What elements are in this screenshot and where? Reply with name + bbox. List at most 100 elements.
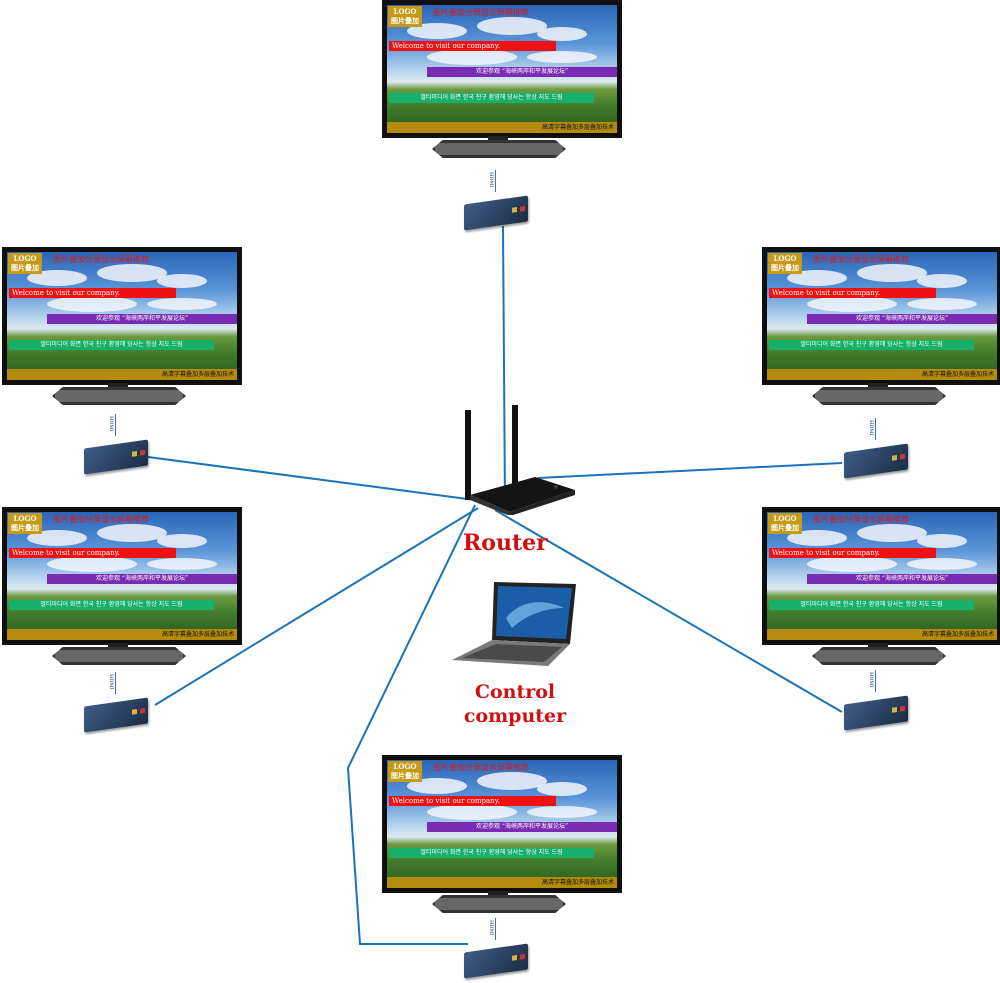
hdmi-extender-icon xyxy=(844,443,908,479)
hdmi-extender-right-upper: HDMI xyxy=(842,418,912,480)
port-icon xyxy=(512,955,517,961)
hdmi-arrow xyxy=(875,670,876,692)
screen-title: 图片叠加分屏显示屏幕推荐 xyxy=(813,255,909,264)
control-computer xyxy=(452,578,578,668)
control-computer-label-line1: Control xyxy=(474,681,556,703)
tv-stand xyxy=(52,647,186,665)
cloud xyxy=(527,51,597,63)
hdmi-extender-left-upper: HDMI xyxy=(82,414,152,476)
tv-neck xyxy=(488,136,508,142)
hdmi-arrow xyxy=(875,418,876,440)
port-icon xyxy=(892,455,897,461)
tv-neck xyxy=(108,643,128,649)
welcome-bar: Welcome to visit our company. xyxy=(9,288,176,298)
logo-line2: 图片叠加 xyxy=(391,16,419,25)
cable-right-lower xyxy=(494,509,843,713)
green-bar: 멀티미디어 화면 한국 친구 환영해 당사는 항상 지도 드림 xyxy=(389,848,594,858)
welcome-bar: Welcome to visit our company. xyxy=(9,548,176,558)
purple-bar: 欢迎参观 “海峡两岸和平发展论坛” xyxy=(427,822,617,832)
cloud xyxy=(157,534,207,548)
logo-line2: 图片叠加 xyxy=(11,523,39,532)
cloud xyxy=(427,804,517,820)
control-computer-label: Control computer xyxy=(440,680,590,728)
welcome-bar: Welcome to visit our company. xyxy=(769,288,936,298)
purple-bar: 欢迎参观 “海峡两岸和平发展论坛” xyxy=(47,574,237,584)
cloud xyxy=(787,530,847,546)
hdmi-extender-icon xyxy=(464,195,528,231)
hdmi-label: HDMI xyxy=(488,920,494,936)
tv-stand xyxy=(432,140,566,158)
hdmi-arrow xyxy=(495,170,496,192)
tv-neck xyxy=(488,891,508,897)
hdmi-arrow xyxy=(115,414,116,436)
cloud xyxy=(917,534,967,548)
cloud xyxy=(537,782,587,796)
hdmi-extender-icon xyxy=(84,439,148,475)
hdmi-extender-icon xyxy=(84,697,148,733)
cloud xyxy=(857,264,927,282)
hdmi-arrow xyxy=(495,918,496,940)
tv-stand xyxy=(52,387,186,405)
gold-bar: 高清字幕叠加多层叠加技术 xyxy=(7,629,237,640)
logo-line1: LOGO xyxy=(13,254,37,263)
cloud xyxy=(907,558,977,570)
port-icon xyxy=(140,449,145,456)
hdmi-label: HDMI xyxy=(868,672,874,688)
control-computer-label-line2: computer xyxy=(463,705,567,727)
welcome-bar: Welcome to visit our company. xyxy=(769,548,936,558)
tv-neck xyxy=(868,383,888,389)
screen-title: 图片叠加分屏显示屏幕推荐 xyxy=(53,515,149,524)
cable-left-lower xyxy=(154,507,479,706)
logo-line1: LOGO xyxy=(393,762,417,771)
logo-line1: LOGO xyxy=(393,7,417,16)
cloud xyxy=(917,274,967,288)
port-icon xyxy=(512,207,517,213)
gold-bar: 高清字幕叠加多层叠加技术 xyxy=(387,877,617,888)
screen-title: 图片叠加分屏显示屏幕推荐 xyxy=(53,255,149,264)
cloud xyxy=(27,270,87,286)
hdmi-extender-bottom: HDMI xyxy=(462,918,532,980)
cloud xyxy=(477,772,547,790)
green-bar: 멀티미디어 화면 한국 친구 환영해 당사는 항상 지도 드림 xyxy=(769,340,974,350)
port-icon xyxy=(900,705,905,712)
cable-left-upper xyxy=(147,456,476,501)
tv-stand xyxy=(432,895,566,913)
gold-bar: 高清字幕叠加多层叠加技术 xyxy=(767,629,997,640)
cloud xyxy=(527,806,597,818)
cloud xyxy=(97,524,167,542)
gold-bar: 高清字幕叠加多层叠加技术 xyxy=(767,369,997,380)
green-bar: 멀티미디어 화면 한국 친구 환영해 당사는 항상 지도 드림 xyxy=(769,600,974,610)
hdmi-arrow xyxy=(115,672,116,694)
hdmi-label: HDMI xyxy=(488,172,494,188)
logo-line2: 图片叠加 xyxy=(391,771,419,780)
port-icon xyxy=(520,953,525,960)
hdmi-extender-top: HDMI xyxy=(462,170,532,232)
gold-bar: 高清字幕叠加多层叠加技术 xyxy=(7,369,237,380)
cloud xyxy=(787,270,847,286)
hdmi-extender-right-lower: HDMI xyxy=(842,670,912,732)
purple-bar: 欢迎参观 “海峡两岸和平发展论坛” xyxy=(807,574,997,584)
cloud xyxy=(407,778,467,794)
logo-line2: 图片叠加 xyxy=(11,263,39,272)
router xyxy=(460,405,580,516)
port-icon xyxy=(132,451,137,457)
laptop-icon xyxy=(452,582,576,666)
